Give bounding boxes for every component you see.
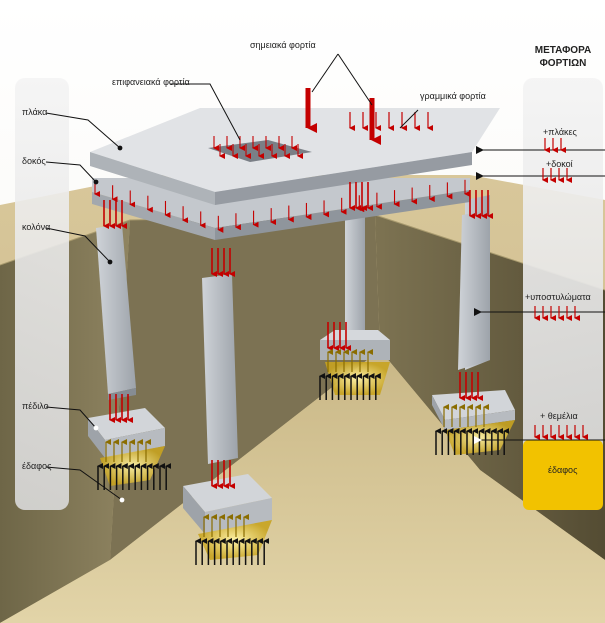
label-slab: πλάκα: [22, 107, 48, 117]
side-panel-arrows: [534, 138, 588, 440]
leader-dots: [93, 145, 484, 503]
title-line-1: ΜΕΤΑΦΟΡΑ: [534, 45, 592, 56]
label-footing: πέδιλο: [22, 401, 49, 411]
soil-box: [523, 440, 603, 510]
right-transfer-panel: [523, 78, 603, 510]
panel-title: ΜΕΤΑΦΟΡΑ ΦΟΡΤΙΩΝ: [523, 44, 603, 70]
label-soil: έδαφος: [22, 461, 52, 471]
label-beams-plus: +δοκοί: [546, 159, 573, 169]
title-line-2: ΦΟΡΤΙΩΝ: [539, 58, 587, 69]
label-beam: δοκός: [22, 156, 46, 166]
back-left-column: [345, 205, 365, 345]
label-foundations-plus: + θεμέλια: [540, 411, 578, 421]
label-columns-plus: +υποστυλώματα: [525, 292, 591, 302]
front-right-column: [458, 210, 490, 370]
left-label-panel: [15, 78, 69, 510]
label-soil-right: έδαφος: [548, 465, 578, 475]
label-surface-loads: επιφανειακά φορτία: [112, 77, 190, 87]
label-point-loads: σημειακά φορτία: [250, 40, 316, 50]
label-slabs-plus: +πλάκες: [543, 127, 577, 137]
reaction-arrows: [97, 349, 510, 565]
label-linear-loads: γραμμικά φορτία: [420, 91, 486, 101]
label-column: κολόνα: [22, 222, 51, 232]
front-middle-column: [202, 274, 238, 464]
load-arrows: [94, 112, 493, 489]
